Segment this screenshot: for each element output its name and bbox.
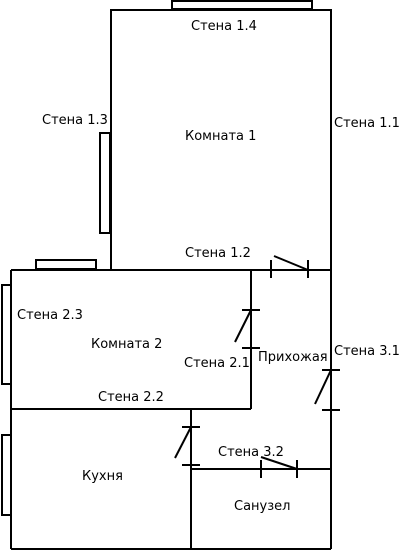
wall-labels: Стена 1.4 Стена 1.3 Стена 1.1 Стена 1.2 … (17, 19, 400, 460)
label-wall-1-2: Стена 1.2 (185, 246, 251, 261)
window-wall-1-4 (171, 0, 313, 10)
door-kitchen (174, 426, 200, 466)
label-wall-1-3: Стена 1.3 (42, 113, 108, 128)
label-room-1: Комната 1 (185, 129, 256, 144)
label-bathroom: Санузел (234, 499, 290, 514)
entrance-door (314, 369, 340, 411)
window-wall-2-3 (1, 284, 12, 385)
door-room-1 (270, 255, 309, 278)
windows (1, 0, 313, 516)
door-bathroom (260, 456, 298, 478)
label-hall: Прихожая (258, 350, 328, 365)
label-wall-2-3: Стена 2.3 (17, 308, 83, 323)
window-room-2-top (35, 259, 97, 270)
label-wall-3-2: Стена 3.2 (218, 445, 284, 460)
window-wall-1-3 (99, 132, 111, 234)
label-kitchen: Кухня (82, 469, 123, 484)
label-wall-2-1: Стена 2.1 (184, 356, 250, 371)
window-kitchen (1, 434, 12, 516)
room-labels: Комната 1 Комната 2 Прихожая Кухня Сануз… (82, 129, 328, 514)
walls (10, 9, 332, 550)
door-room-2 (234, 309, 260, 349)
label-wall-3-1: Стена 3.1 (334, 344, 400, 359)
label-wall-1-4: Стена 1.4 (191, 19, 257, 34)
label-room-2: Комната 2 (91, 337, 162, 352)
label-wall-2-2: Стена 2.2 (98, 390, 164, 405)
label-wall-1-1: Стена 1.1 (334, 116, 400, 131)
doors (174, 255, 340, 478)
